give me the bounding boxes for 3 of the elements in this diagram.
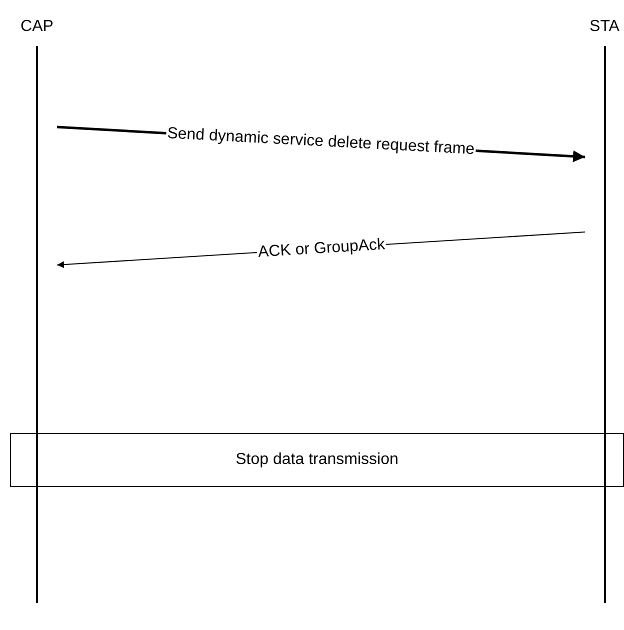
participant-label: STA	[588, 18, 620, 36]
process-box: Stop data transmission	[10, 433, 624, 487]
participant-label: CAP	[20, 18, 54, 36]
